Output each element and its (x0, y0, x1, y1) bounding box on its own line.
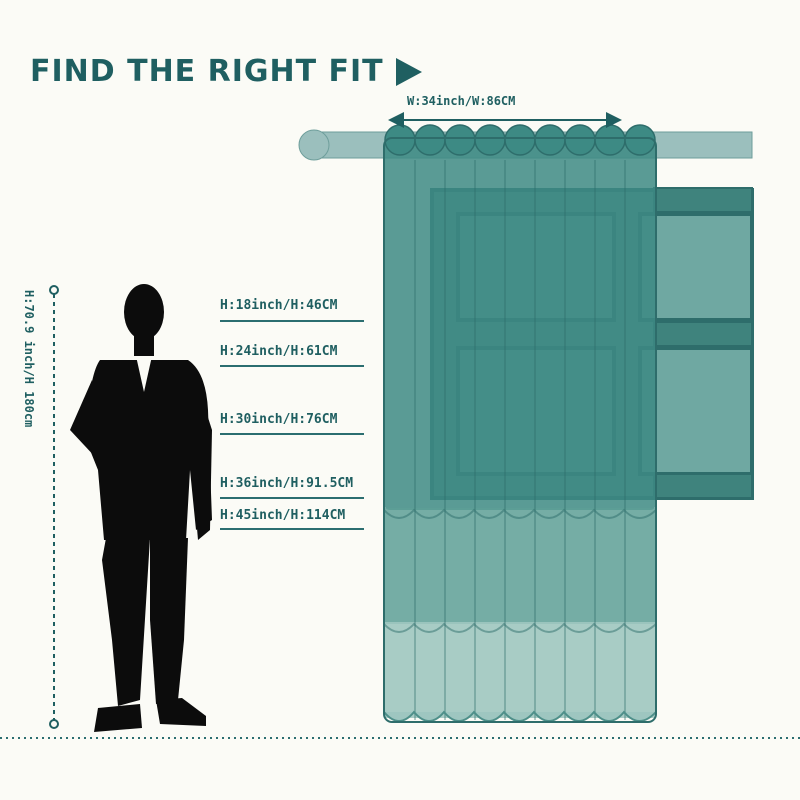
size-label-36in: H:36inch/H:91.5CM (220, 476, 354, 491)
size-label-18in: H:18inch/H:46CM (220, 298, 338, 313)
play-arrow-icon (395, 57, 422, 86)
title-text: FIND THE RIGHT FIT (30, 54, 384, 89)
person-silhouette (70, 284, 212, 732)
height-dimension (49, 285, 59, 729)
size-line-45in (220, 528, 364, 530)
person-height-label: H:70.9 inch/H 180cm (22, 290, 36, 428)
page-title: FIND THE RIGHT FIT (30, 54, 422, 89)
curtain-panel (383, 124, 657, 723)
size-label-24in: H:24inch/H:61CM (220, 344, 338, 359)
size-line-36in (220, 497, 364, 499)
size-line-30in (220, 433, 364, 435)
size-label-30in: H:30inch/H:76CM (220, 412, 338, 427)
curtain-width-label: W:34inch/W:86CM (407, 94, 516, 108)
shirt-collar (136, 356, 152, 392)
size-line-18in (220, 320, 364, 322)
size-line-24in (220, 365, 364, 367)
size-label-45in: H:45inch/H:114CM (220, 508, 346, 523)
